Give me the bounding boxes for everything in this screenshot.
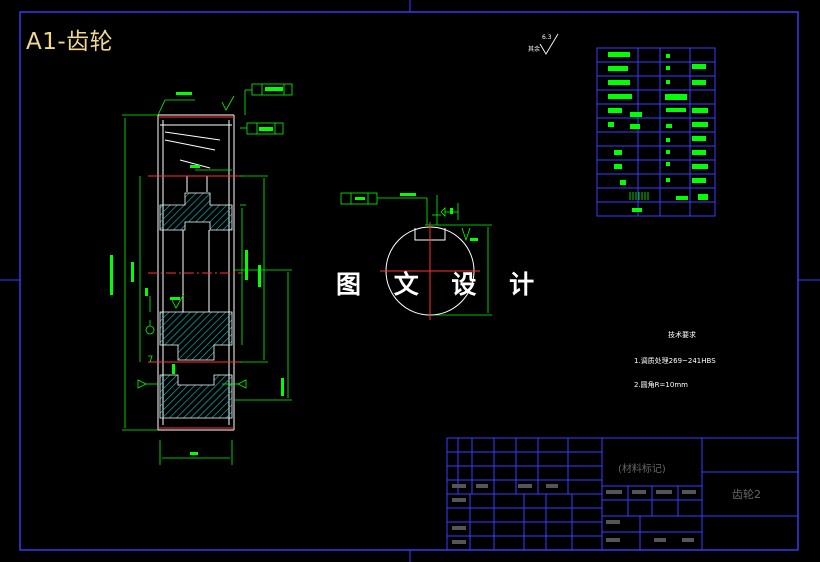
drawing-title: A1-齿轮: [26, 29, 114, 55]
watermark: 图 文 设 计: [336, 270, 547, 299]
title-block-material: (材料标记): [618, 464, 666, 475]
tech-requirement-2: 2.圆角R=10mm: [634, 381, 688, 389]
roughness-value: 6.3: [542, 34, 552, 41]
title-block-drawing-name: 齿轮2: [732, 488, 761, 501]
roughness-symbol: [539, 33, 559, 55]
title-block: [446, 437, 799, 551]
tech-requirements-heading: 技术要求: [668, 331, 696, 339]
gear-section-view: [110, 83, 293, 465]
gear-parameter-table: [596, 47, 716, 217]
bore-detail-view: [340, 192, 492, 320]
tech-requirement-1: 1.调质处理269~241HBS: [634, 357, 716, 365]
roughness-prefix: 其余: [528, 46, 541, 53]
